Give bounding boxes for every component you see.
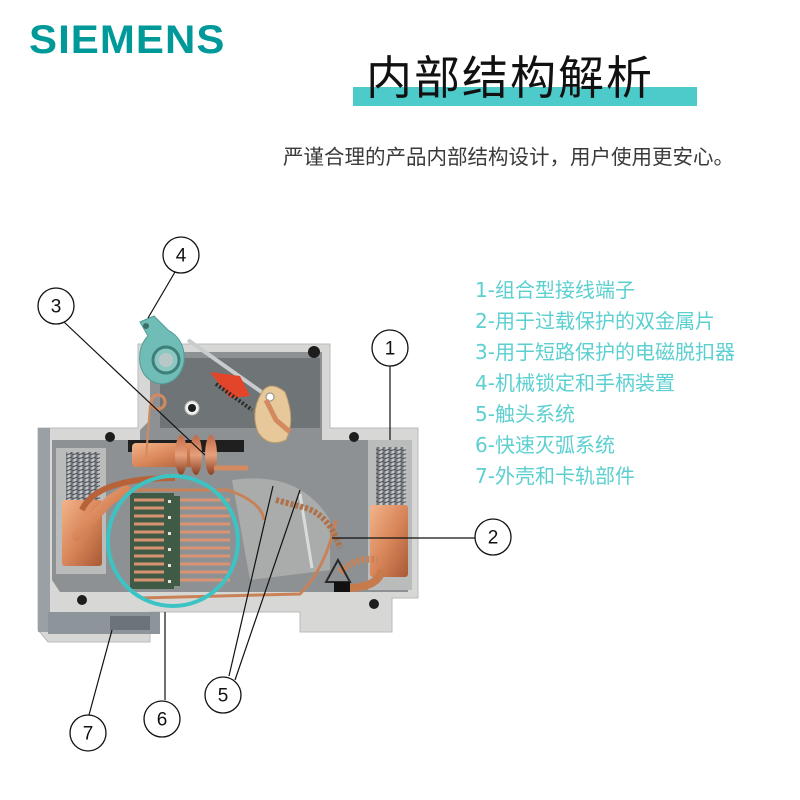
arc-chute — [130, 488, 338, 600]
callout-4: 4 — [162, 236, 200, 274]
callout-5: 5 — [204, 676, 242, 714]
page-subtitle: 严谨合理的产品内部结构设计，用户使用更安心。 — [283, 145, 734, 169]
svg-text:6: 6 — [157, 710, 168, 731]
legend-item-3: 3-用于短路保护的电磁脱扣器 — [475, 340, 735, 364]
legend-item-7: 7-外壳和卡轨部件 — [475, 464, 635, 488]
svg-text:4: 4 — [176, 246, 187, 267]
svg-text:7: 7 — [83, 724, 94, 745]
legend-item-6: 6-快速灭弧系统 — [475, 433, 615, 457]
title-highlight-bar — [353, 87, 697, 106]
bimetal-strip — [275, 493, 379, 592]
page-title: 内部结构解析 — [366, 51, 654, 105]
component-legend: 1-组合型接线端子 2-用于过载保护的双金属片 3-用于短路保护的电磁脱扣器 4… — [475, 275, 735, 492]
left-terminal — [62, 452, 131, 566]
leader-lines — [63, 271, 475, 716]
svg-text:5: 5 — [218, 686, 229, 707]
siemens-logo: SIEMENS — [29, 18, 226, 62]
svg-text:1: 1 — [385, 339, 396, 360]
legend-item-1: 1-组合型接线端子 — [475, 278, 635, 302]
handle-mechanism — [139, 315, 292, 444]
callout-7: 7 — [69, 714, 107, 752]
svg-text:3: 3 — [51, 297, 62, 318]
legend-item-4: 4-机械锁定和手柄装置 — [475, 371, 675, 395]
right-terminal — [345, 447, 408, 592]
magnetic-trip-coil — [79, 393, 248, 512]
legend-item-2: 2-用于过载保护的双金属片 — [475, 309, 715, 333]
svg-text:2: 2 — [488, 528, 499, 549]
callout-3: 3 — [37, 287, 75, 325]
callout-2: 2 — [474, 518, 512, 556]
callout-1: 1 — [371, 329, 409, 367]
arc-chute-highlight-ring — [106, 474, 240, 608]
callout-6: 6 — [143, 700, 181, 738]
legend-item-5: 5-触头系统 — [475, 402, 575, 426]
